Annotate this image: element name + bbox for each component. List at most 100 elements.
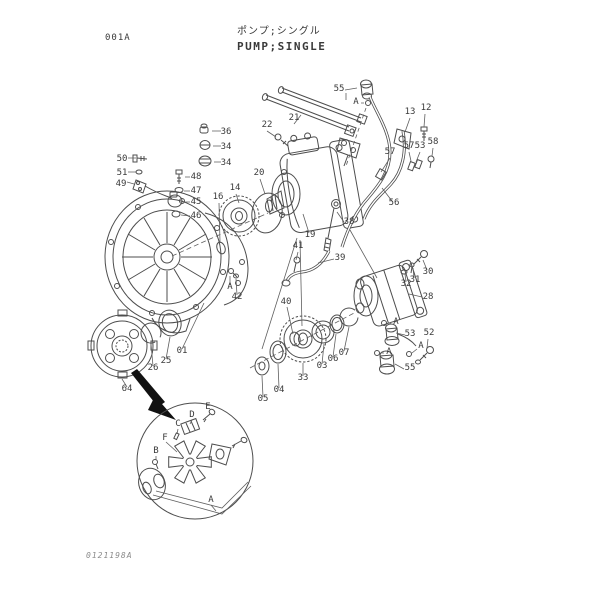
leader-lines (121, 87, 434, 512)
o-ring-a-3 (374, 350, 380, 356)
part-callout-33: 33 (298, 373, 309, 383)
part-callout-a: A (227, 282, 233, 292)
part-callout-e: E (205, 402, 210, 412)
shim-40 (289, 331, 301, 347)
elbow-53 (384, 323, 417, 347)
part-callout-36: 36 (221, 127, 232, 137)
bolt-30 (413, 250, 428, 265)
bolt-52 (415, 346, 434, 365)
suction-tube-39 (281, 250, 331, 287)
part-callout-34: 34 (221, 158, 232, 168)
pilot-pump-28 (353, 259, 428, 327)
title-block: ポンプ;シングル PUMP;SINGLE (237, 25, 326, 55)
pin-c (173, 432, 180, 441)
snap-ring-07 (339, 307, 359, 327)
part-callout-40: 40 (281, 297, 292, 307)
pump-gear-33-group (228, 268, 359, 376)
part-callout-58: 58 (428, 137, 439, 147)
part-callout-55: 55 (334, 84, 345, 94)
construction-lines (171, 107, 378, 369)
part-callout-28: 28 (423, 292, 434, 302)
part-callout-52: 52 (424, 328, 435, 338)
part-callout-07: 07 (339, 348, 350, 358)
part-callout-53: 53 (415, 141, 426, 151)
control-rod-assembly-21 (261, 86, 368, 167)
bolt-41 (293, 256, 301, 273)
coupling-64 (87, 309, 158, 379)
part-callout-05: 05 (258, 394, 269, 404)
part-callout-f: F (162, 433, 167, 443)
part-callout-19: 19 (305, 230, 316, 240)
part-callout-c: C (175, 419, 180, 429)
part-callout-04: 04 (274, 385, 285, 395)
part-callout-a: A (353, 97, 359, 107)
part-callout-30: 30 (423, 267, 434, 277)
part-callout-50: 50 (117, 154, 128, 164)
drive-gear-14 (218, 195, 260, 237)
part-callout-47: 47 (191, 186, 202, 196)
fitting-55-top (360, 79, 374, 106)
insert-d (180, 417, 201, 436)
elbow-55 (379, 350, 395, 375)
part-callout-49: 49 (116, 179, 127, 189)
part-callout-14: 14 (230, 183, 241, 193)
part-callout-57: 57 (385, 147, 396, 157)
part-callout-64: 64 (122, 384, 133, 394)
bolt-22 (274, 133, 289, 147)
flywheel-housing (104, 190, 249, 334)
part-callout-41: 41 (293, 241, 304, 251)
breather-plug-stack (198, 123, 212, 167)
main-pump-19 (265, 132, 364, 233)
coupling-hub-right (208, 443, 232, 466)
part-callout-46: 46 (191, 211, 202, 221)
part-callout-39: 39 (335, 253, 346, 263)
coupling-hub-left (138, 467, 166, 501)
part-callout-d: D (189, 410, 194, 420)
floor-lines (152, 481, 252, 515)
part-callout-56: 56 (389, 198, 400, 208)
bolt-b (152, 459, 159, 470)
part-callout-a: A (386, 347, 392, 357)
bolt-42 (228, 268, 234, 274)
o-ring-a-top (365, 100, 371, 106)
part-callout-12: 12 (421, 103, 432, 113)
detail-circle-a (136, 402, 254, 520)
oil-seal-25 (158, 309, 182, 337)
part-callout-a: A (208, 495, 214, 505)
title-english: PUMP;SINGLE (237, 40, 327, 53)
part-callout-51: 51 (117, 168, 128, 178)
part-callout-53: 53 (405, 329, 416, 339)
drawing-number: 0121198A (86, 551, 133, 560)
washer-32 (400, 269, 408, 275)
snap-ring-26 (140, 322, 162, 344)
sheet-code: 001A (105, 33, 131, 43)
part-callout-06: 06 (328, 354, 339, 364)
part-callout-22: 22 (262, 120, 273, 130)
part-callout-45: 45 (191, 197, 202, 207)
bracket-and-bolt-group (132, 154, 184, 218)
part-callout-a: A (418, 341, 424, 351)
part-callout-a: A (393, 317, 399, 327)
thrust-washer-16 (216, 241, 226, 255)
part-callout-21: 21 (289, 113, 300, 123)
bolt-e-upper (202, 408, 216, 423)
o-ring-a-1 (381, 320, 387, 326)
detail-arrow (131, 369, 176, 420)
o-ring-20 (251, 192, 283, 234)
bolt-31 (409, 262, 415, 274)
bolt-e-right (231, 436, 248, 449)
part-callout-26: 26 (148, 363, 159, 373)
part-callout-25: 25 (161, 356, 172, 366)
part-callout-13: 13 (405, 107, 416, 117)
coupling-spider (168, 440, 212, 484)
part-callout-20: 20 (254, 168, 265, 178)
part-callout-32: 32 (401, 279, 412, 289)
part-callout-55: 55 (405, 363, 416, 373)
part-callout-31: 31 (410, 275, 421, 285)
part-callout-48: 48 (191, 172, 202, 182)
part-callout-34: 34 (221, 142, 232, 152)
part-callout-03: 03 (317, 361, 328, 371)
part-callout-57: 57 (404, 141, 415, 151)
